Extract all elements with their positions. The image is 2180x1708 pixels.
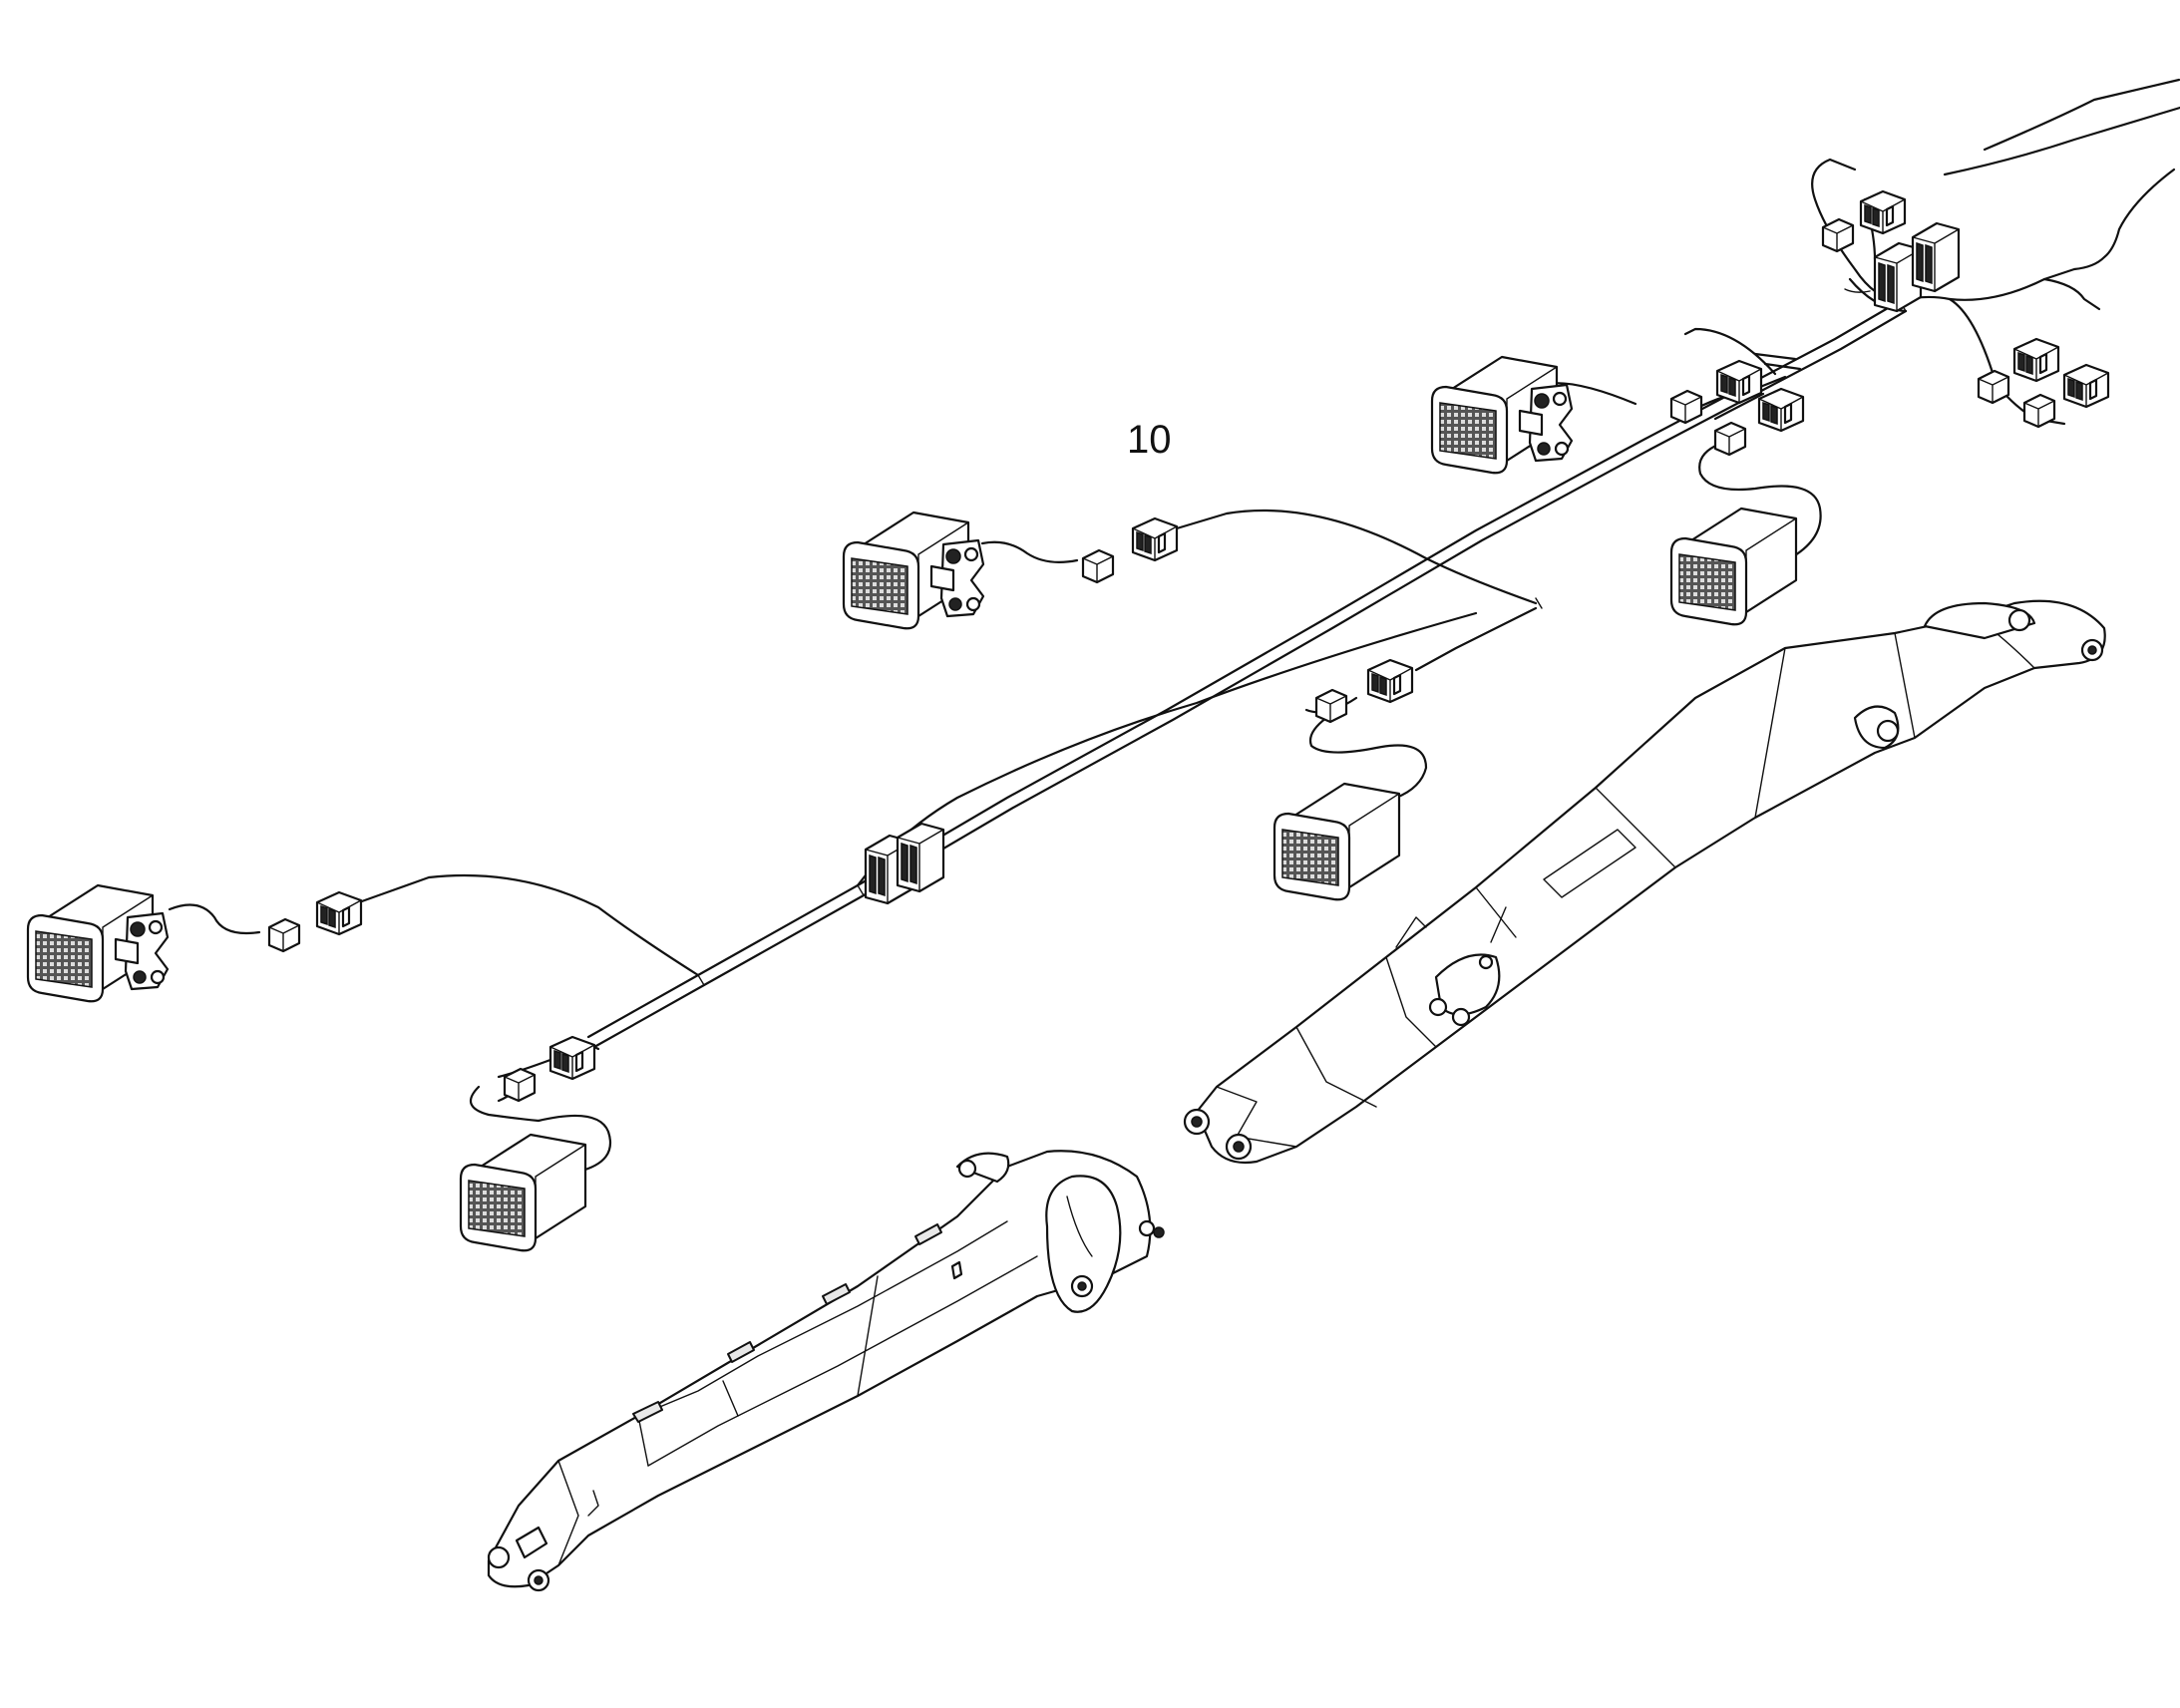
connector [1859, 189, 1907, 235]
work-light [459, 1133, 587, 1252]
work-light [28, 885, 168, 1001]
connector [548, 1035, 596, 1081]
boom [1183, 599, 2106, 1165]
connector [1669, 389, 1703, 425]
connector [1366, 658, 1414, 704]
callout-label: 10 [1127, 418, 1172, 462]
work-light [1432, 357, 1572, 473]
connector [315, 890, 363, 936]
work-light [844, 512, 983, 628]
connector [1081, 548, 1115, 584]
connector [1713, 421, 1747, 457]
connector [2062, 363, 2110, 409]
connector [1911, 221, 1961, 293]
connector [267, 917, 301, 953]
connector [2012, 337, 2060, 383]
connector [503, 1067, 537, 1103]
work-light [1669, 507, 1798, 626]
arm [487, 1150, 1165, 1592]
connector [1757, 387, 1805, 433]
connector [2022, 393, 2056, 429]
connector [1314, 688, 1348, 724]
wiring-harness [168, 78, 2180, 1174]
connector [1977, 369, 2010, 405]
connector [896, 822, 945, 893]
connector [1131, 516, 1179, 562]
work-light [1272, 782, 1401, 901]
work-lights [28, 357, 1798, 1252]
connector [1715, 359, 1763, 405]
connector [1821, 217, 1855, 253]
